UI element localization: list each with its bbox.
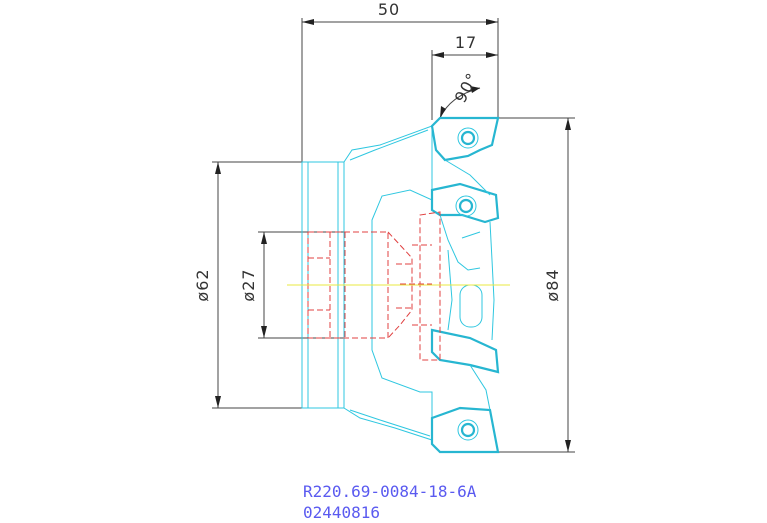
- dimension-angle: 90°: [439, 69, 482, 119]
- cutter-body-outline: [301, 116, 500, 454]
- dimension-cutting-diameter: ø84: [498, 117, 575, 453]
- dimension-27-label: ø27: [239, 268, 258, 301]
- dimension-50-label: 50: [378, 0, 400, 19]
- hidden-bore-lines: [307, 211, 441, 361]
- dimension-insert-width: 17: [431, 33, 498, 120]
- dimension-overall-length: 50: [301, 0, 499, 162]
- part-designation: R220.69-0084-18-6A: [303, 482, 477, 501]
- part-item-number: 02440816: [303, 503, 380, 522]
- dimension-62-label: ø62: [193, 268, 212, 301]
- dimension-body-diameter: ø62: [193, 161, 302, 409]
- dimension-17-label: 17: [455, 33, 477, 52]
- dimension-84-label: ø84: [543, 268, 562, 301]
